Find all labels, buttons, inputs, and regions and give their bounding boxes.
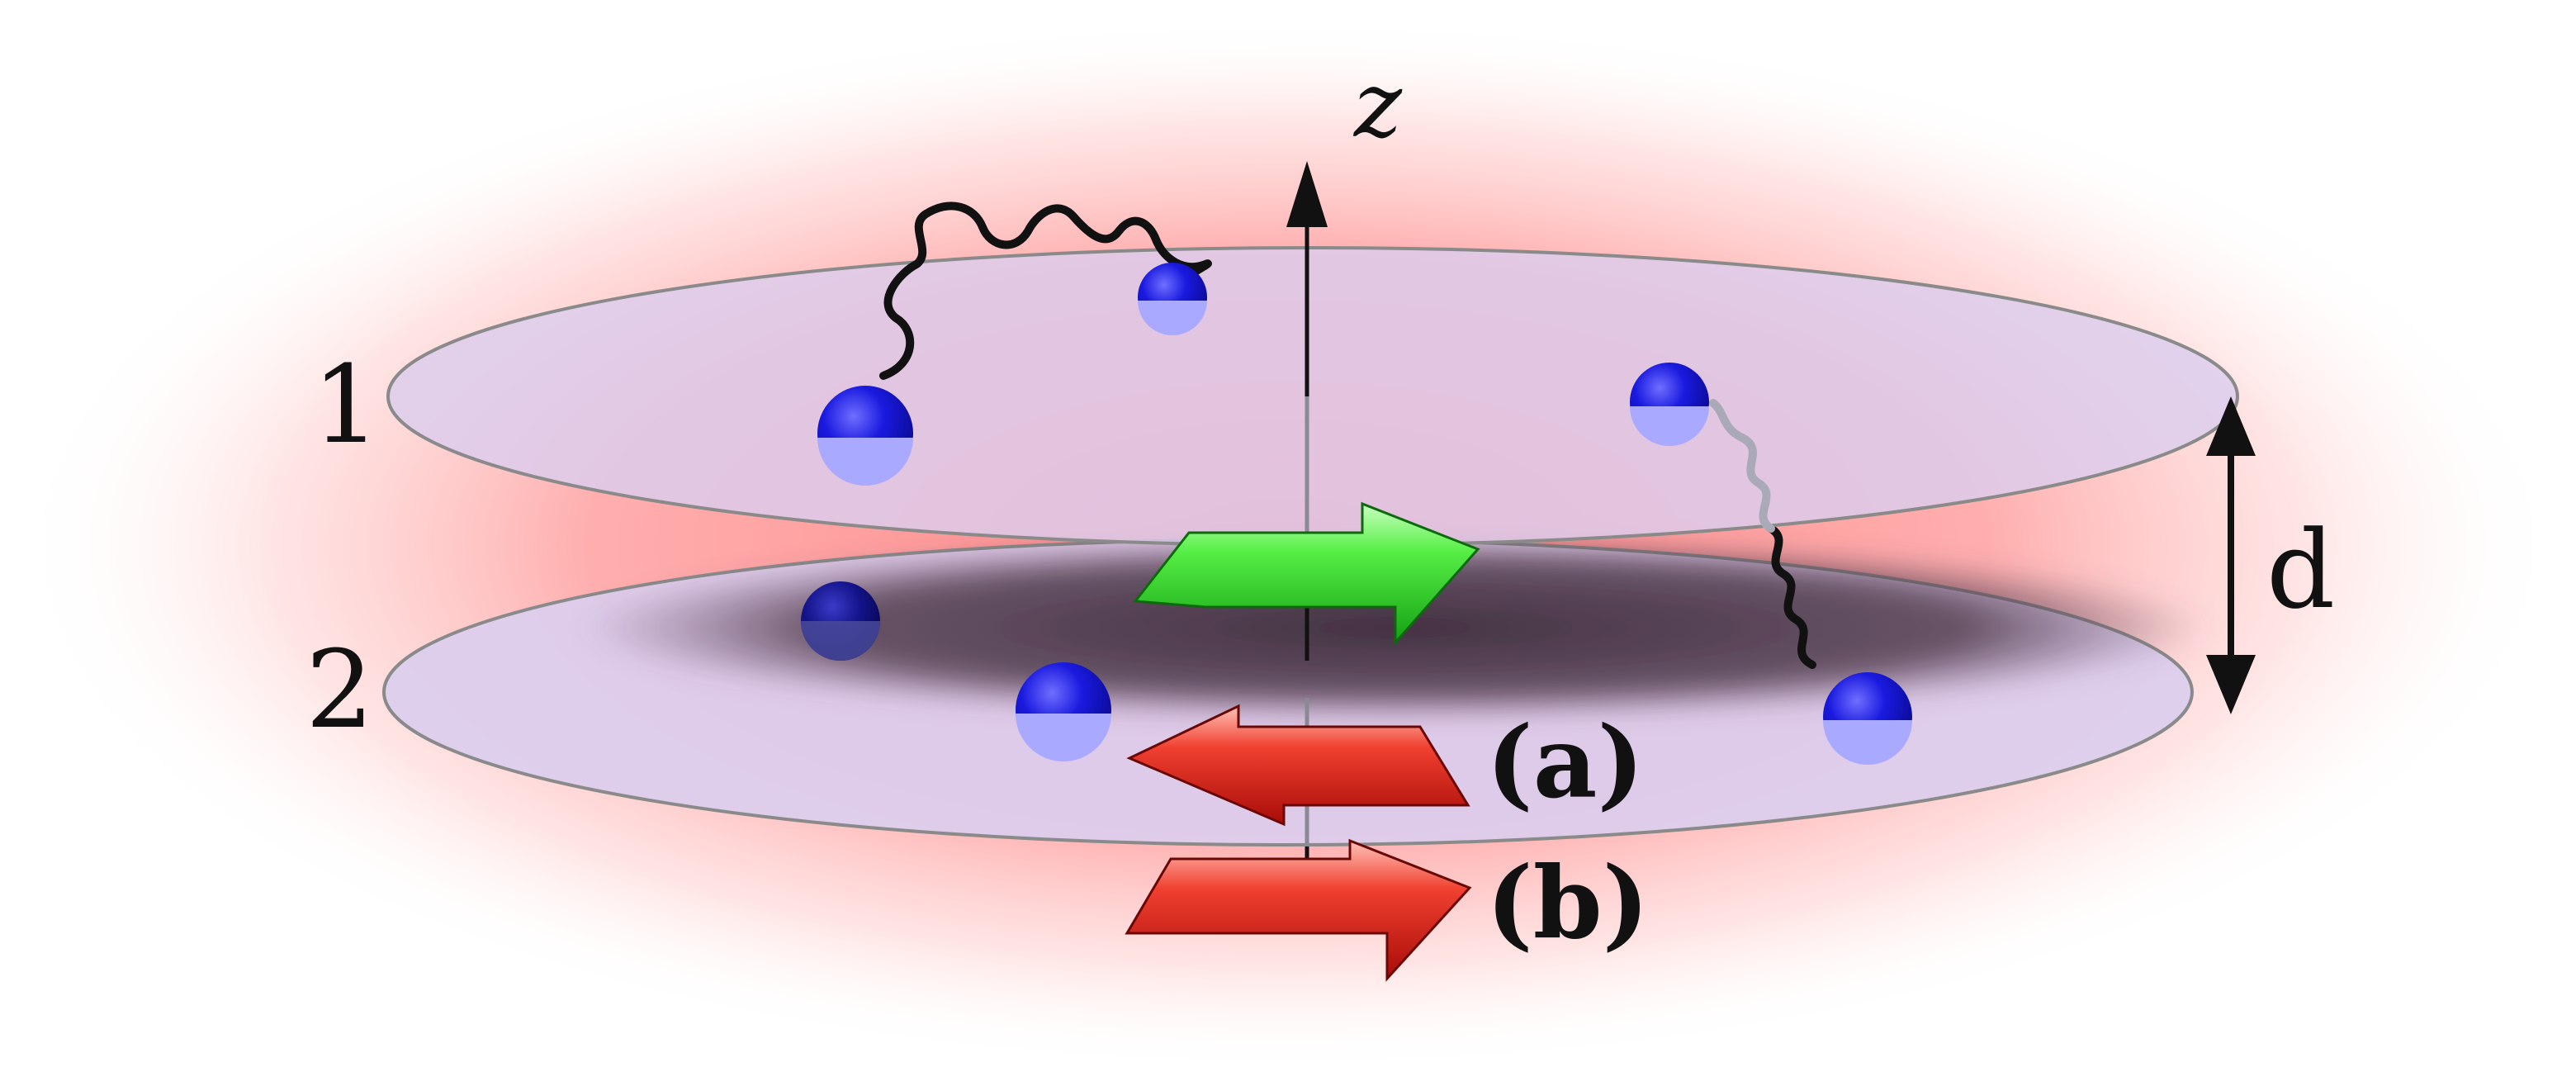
arrow-b-label: (b) xyxy=(1486,845,1649,961)
interlayer-interaction-faint xyxy=(1709,399,1775,533)
z-axis-label: z xyxy=(1352,52,1403,158)
atom-layer1-left xyxy=(817,386,913,486)
atom-layer2-right xyxy=(1823,672,1912,765)
green-arrow xyxy=(1133,501,1480,646)
layer-1-disk xyxy=(386,246,2239,547)
interlayer-interaction-line xyxy=(1767,524,1816,669)
atom-layer2-left xyxy=(801,581,880,661)
separation-arrowhead-bottom xyxy=(2206,655,2256,714)
atom-layer1-top xyxy=(1138,263,1207,335)
separation-label: d xyxy=(2266,507,2335,633)
atom-layer1-right xyxy=(1630,363,1709,446)
layer-1-label: 1 xyxy=(312,342,381,467)
arrow-a-label: (a) xyxy=(1486,704,1644,821)
layer-2-label: 2 xyxy=(305,627,374,752)
separation-arrowhead-top xyxy=(2206,396,2256,456)
red-arrow-a xyxy=(1126,704,1470,827)
red-arrow-b xyxy=(1125,838,1472,982)
atom-layer2-center xyxy=(1016,662,1111,761)
z-axis-arrowhead xyxy=(1286,161,1328,227)
